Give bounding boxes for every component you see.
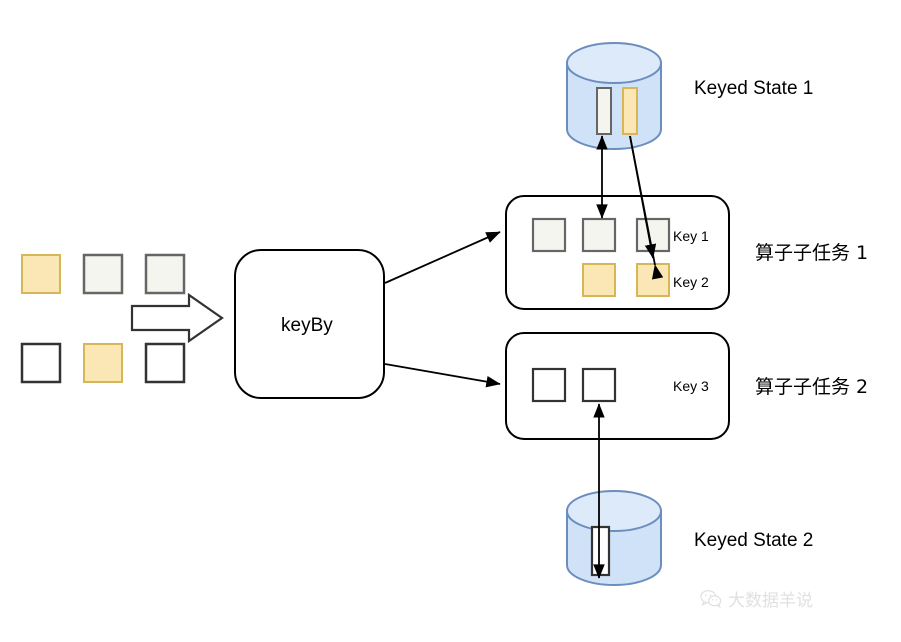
input-square-yellow-2	[83, 343, 123, 383]
subtask-1-label: 算子子任务 1	[755, 242, 869, 264]
state-square-key1-a	[531, 217, 567, 253]
subtask-2-label: 算子子任务 2	[755, 376, 869, 398]
arrow-keyby-to-subtask-1	[384, 231, 501, 284]
keyed-state-2-cylinder[interactable]	[566, 490, 662, 586]
state-square-key2-b	[636, 263, 670, 297]
key-label-3: Key 3	[673, 378, 709, 394]
state-square-key1-b	[581, 217, 617, 253]
input-stream-group	[20, 253, 186, 384]
keyed-state-1-label: Keyed State 1	[694, 78, 814, 99]
keyed-state-1-cylinder[interactable]	[566, 42, 662, 150]
cylinder-2-body	[566, 510, 662, 586]
input-square-cream-2	[144, 253, 186, 295]
subtask-1-key-2-squares	[582, 263, 670, 297]
arrow-keyby-to-subtask-2	[384, 363, 501, 388]
state-square-key1-c	[635, 217, 671, 253]
stream-flow-arrow	[130, 292, 224, 344]
keyed-state-2-label: Keyed State 2	[694, 530, 814, 551]
state-bar-ks1-b	[622, 87, 638, 135]
cylinder-1-top	[566, 42, 662, 84]
subtask-1-key-1-squares	[531, 217, 671, 253]
state-bar-ks2-a	[590, 525, 611, 577]
state-square-key2-a	[582, 263, 616, 297]
key-label-2: Key 2	[673, 274, 709, 290]
state-square-key3-b	[581, 367, 617, 403]
key-label-1: Key 1	[673, 228, 709, 244]
keyby-label: keyBy	[281, 315, 333, 336]
state-bar-ks1-a	[596, 87, 612, 135]
input-square-cream-1	[82, 253, 124, 295]
arrow-state1-into-key2b	[629, 135, 657, 259]
state-square-key3-a	[531, 367, 567, 403]
input-square-white-2	[144, 342, 186, 384]
keyby-node[interactable]	[234, 249, 385, 399]
subtask-2-key-3-squares	[531, 367, 617, 403]
subtask-box-1[interactable]	[505, 195, 730, 310]
subtask-box-2[interactable]	[505, 332, 730, 440]
input-square-yellow-1	[21, 254, 61, 294]
cylinder-2-top	[566, 490, 662, 532]
input-square-white-1	[20, 342, 62, 384]
